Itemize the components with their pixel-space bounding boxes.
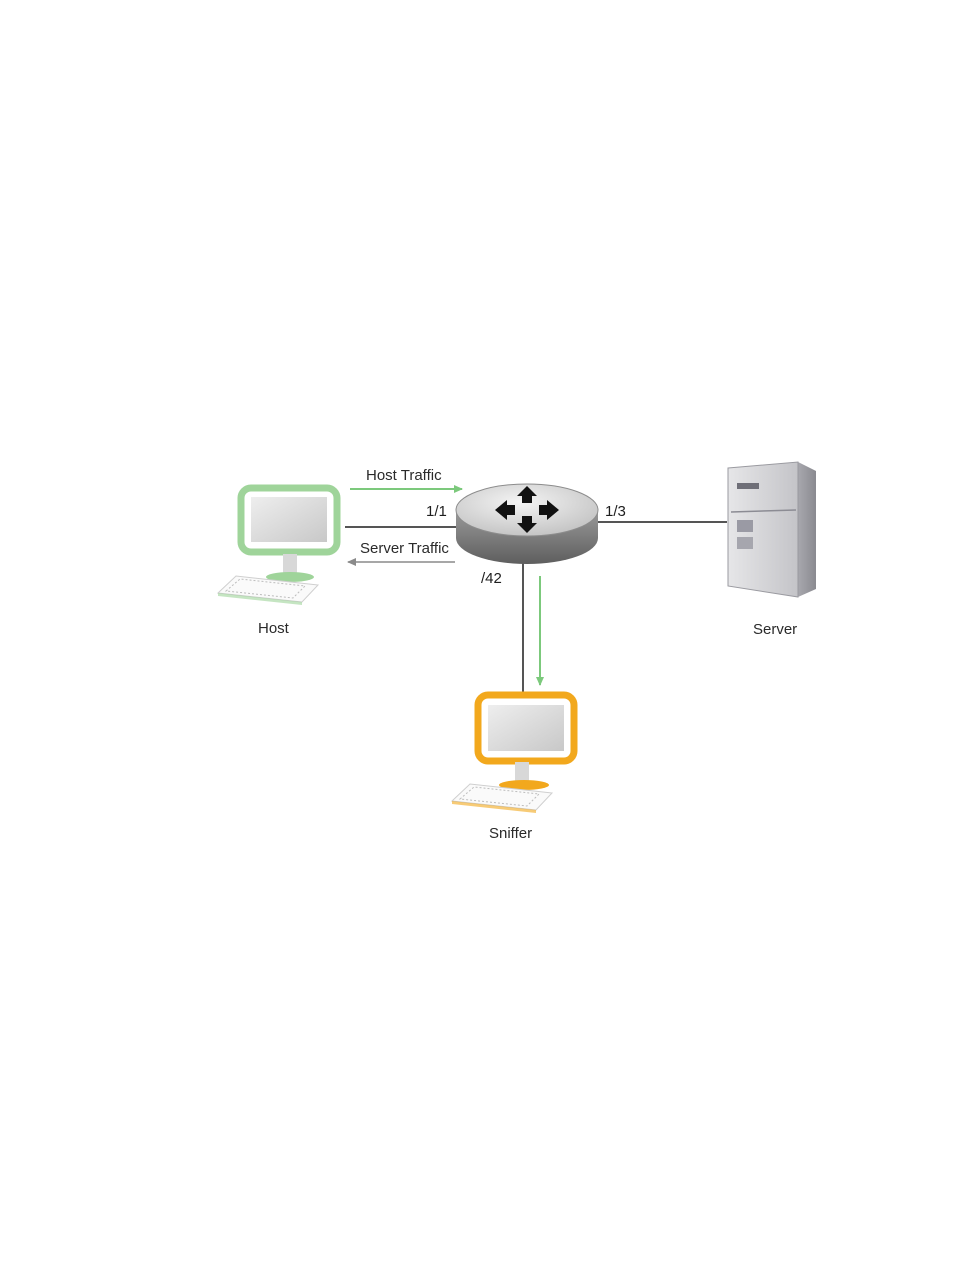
- host-computer: [218, 488, 337, 605]
- port-label-mirror: /42: [481, 570, 502, 587]
- server-label: Server: [753, 621, 797, 638]
- port-label-host-side: 1/1: [426, 503, 447, 520]
- server-tower: [728, 462, 816, 597]
- desktop-computer-icon: [452, 695, 574, 813]
- server-tower-icon: [728, 462, 816, 597]
- server-traffic-label: Server Traffic: [360, 540, 449, 557]
- desktop-computer-icon: [218, 488, 337, 605]
- sniffer-computer: [452, 695, 574, 813]
- host-label: Host: [258, 620, 290, 637]
- host-traffic-label: Host Traffic: [366, 467, 442, 484]
- switch-router: [456, 484, 598, 564]
- router-switch-icon: [456, 484, 598, 564]
- sniffer-label: Sniffer: [489, 825, 532, 842]
- port-label-server-side: 1/3: [605, 503, 626, 520]
